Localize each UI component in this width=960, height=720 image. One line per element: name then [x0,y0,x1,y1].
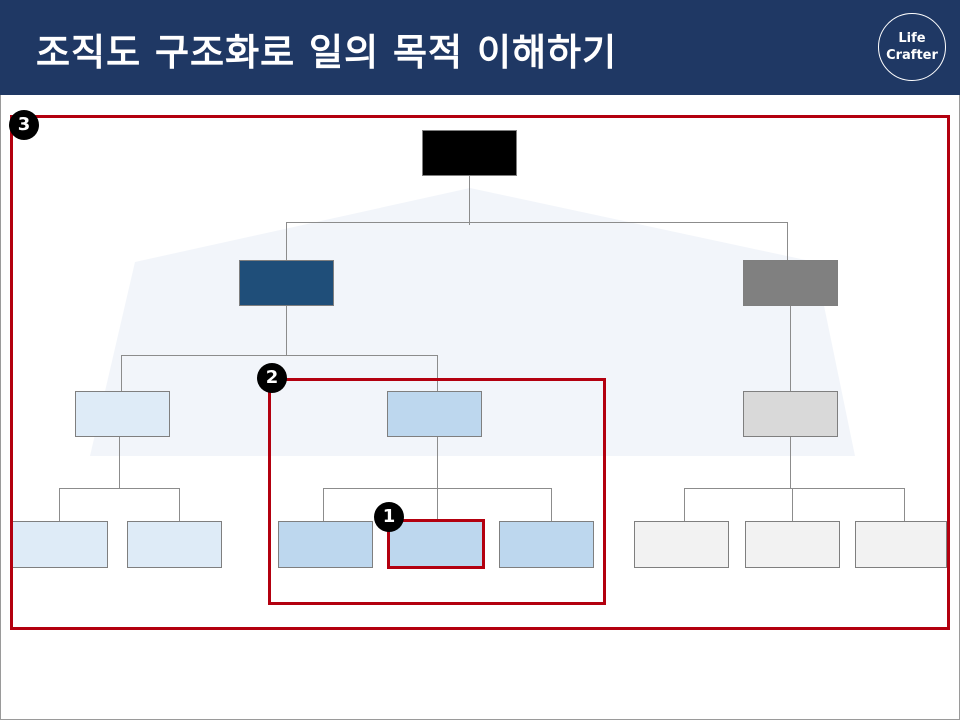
org-node-l3-b3 [499,521,594,568]
connector-l2a-down [119,436,120,488]
connector-l3b-drop-3 [551,488,552,521]
org-node-l3-b1 [278,521,373,568]
org-node-top [422,130,517,176]
org-node-l3-c1 [634,521,729,568]
org-node-l2-c [743,391,838,437]
org-node-l2-a [75,391,170,437]
slide-title: 조직도 구조화로 일의 목적 이해하기 [36,31,618,74]
connector-l3b-drop-1 [323,488,324,521]
logo-line1: Life [898,31,926,46]
connector-l3c-drop-2 [792,488,793,521]
slide-header: 조직도 구조화로 일의 목적 이해하기 Life Crafter [0,0,960,95]
connector-level1-horizontal [286,222,788,223]
highlight-frame-2-team [268,378,606,605]
connector-l3c-drop-3 [904,488,905,521]
life-crafter-logo: Life Crafter [878,13,946,81]
connector-level2-left-drop-b [437,355,438,391]
connector-l3c-horizontal [684,488,904,489]
org-node-l1-left [239,260,334,306]
connector-right-drop [787,222,788,260]
connector-right-down [790,306,791,391]
logo-line2: Crafter [886,48,938,63]
org-node-l1-right [743,260,838,306]
marker-3: 3 [9,110,39,140]
connector-left-down [286,306,287,356]
connector-l3b-drop-2 [437,488,438,521]
connector-l3a-drop-1 [59,488,60,521]
connector-l3c-drop-1 [684,488,685,521]
highlight-frame-3-whole-org [10,115,950,630]
org-node-l3-c3 [855,521,947,568]
highlight-frame-1-self [387,519,485,569]
org-node-l3-c2 [745,521,840,568]
org-node-l2-b [387,391,482,437]
marker-2: 2 [257,363,287,393]
connector-left-drop [286,222,287,260]
connector-level2-left-horizontal [121,355,438,356]
connector-l3a-horizontal [59,488,179,489]
connector-l3a-drop-2 [179,488,180,521]
connector-top-vertical [469,175,470,225]
org-node-l3-a2 [127,521,222,568]
connector-l2b-down [437,436,438,488]
marker-1: 1 [374,502,404,532]
connector-l2c-down [790,436,791,488]
connector-level2-left-drop-a [121,355,122,391]
